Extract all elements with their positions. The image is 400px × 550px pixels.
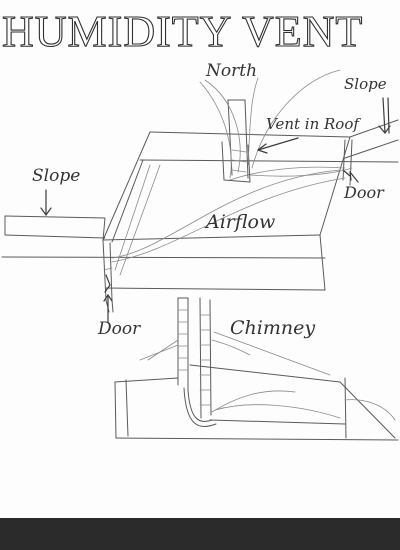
label-chimney: Chimney (230, 317, 315, 339)
label-door-right: Door (343, 183, 385, 202)
roof-structure (2, 120, 398, 312)
diagram-title: HUMIDITY VENT (2, 7, 363, 56)
scan-background-strip (0, 518, 400, 550)
label-door-left: Door (97, 319, 141, 339)
label-north: North (205, 61, 257, 81)
label-airflow: Airflow (204, 211, 275, 233)
label-slope-right: Slope (344, 75, 387, 93)
label-slope-left: Slope (32, 166, 80, 186)
door-arrows (104, 172, 358, 322)
humidity-vent-sketch: HUMIDITY VENT (0, 0, 400, 518)
label-vent-in-roof: Vent in Roof (266, 115, 361, 133)
